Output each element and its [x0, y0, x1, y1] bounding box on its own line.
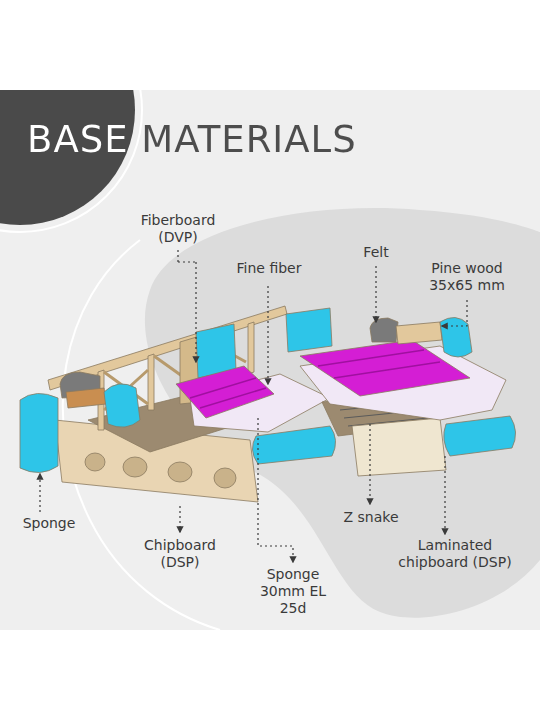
- leader-line: [178, 250, 196, 362]
- part-label: Fiberboard (DVP): [128, 212, 228, 246]
- part-label: Sponge: [6, 515, 92, 532]
- arm-wood: [396, 322, 442, 344]
- left-arm: [104, 384, 140, 427]
- leader-line: [369, 424, 370, 504]
- leader-line: [179, 506, 180, 532]
- leader-line: [375, 266, 376, 322]
- leader-line: [39, 474, 40, 512]
- part-label: Pine wood 35x65 mm: [420, 260, 514, 294]
- seat-sponge: [176, 366, 274, 418]
- frame-hole: [168, 462, 192, 482]
- part-label: Chipboard (DSP): [130, 537, 230, 571]
- front-roll: [444, 416, 516, 456]
- front-roll: [20, 393, 58, 472]
- laminated-chipboard: [352, 418, 446, 476]
- sponge-line: [190, 378, 266, 408]
- background-shapes: [0, 90, 540, 630]
- leader-line: [442, 300, 467, 326]
- right-arm: [440, 317, 472, 357]
- frame-hole: [123, 457, 147, 477]
- leader-line: [444, 456, 445, 534]
- frame-hole: [214, 468, 236, 488]
- sponge-line: [318, 350, 440, 378]
- back-upright: [248, 322, 254, 374]
- back-cushion: [286, 308, 332, 352]
- leader-lines: [40, 250, 467, 562]
- part-label: Felt: [346, 244, 406, 261]
- front-roll: [252, 426, 335, 464]
- title: BASE MATERIALS: [27, 118, 357, 162]
- arm-wood: [66, 388, 106, 408]
- felt: [370, 318, 398, 342]
- part-label: Fine fiber: [222, 260, 316, 277]
- leader-line: [178, 261, 196, 262]
- part-label: Sponge 30mm EL 25d: [248, 566, 338, 617]
- back-upright: [148, 354, 154, 410]
- part-label: Z snake: [326, 509, 416, 526]
- part-label: Laminated chipboard (DSP): [398, 537, 512, 571]
- grey-blob: [145, 208, 540, 618]
- leader-line: [258, 418, 293, 562]
- sofa: [20, 306, 516, 502]
- leader-line: [267, 286, 268, 384]
- frame-hole: [85, 453, 105, 471]
